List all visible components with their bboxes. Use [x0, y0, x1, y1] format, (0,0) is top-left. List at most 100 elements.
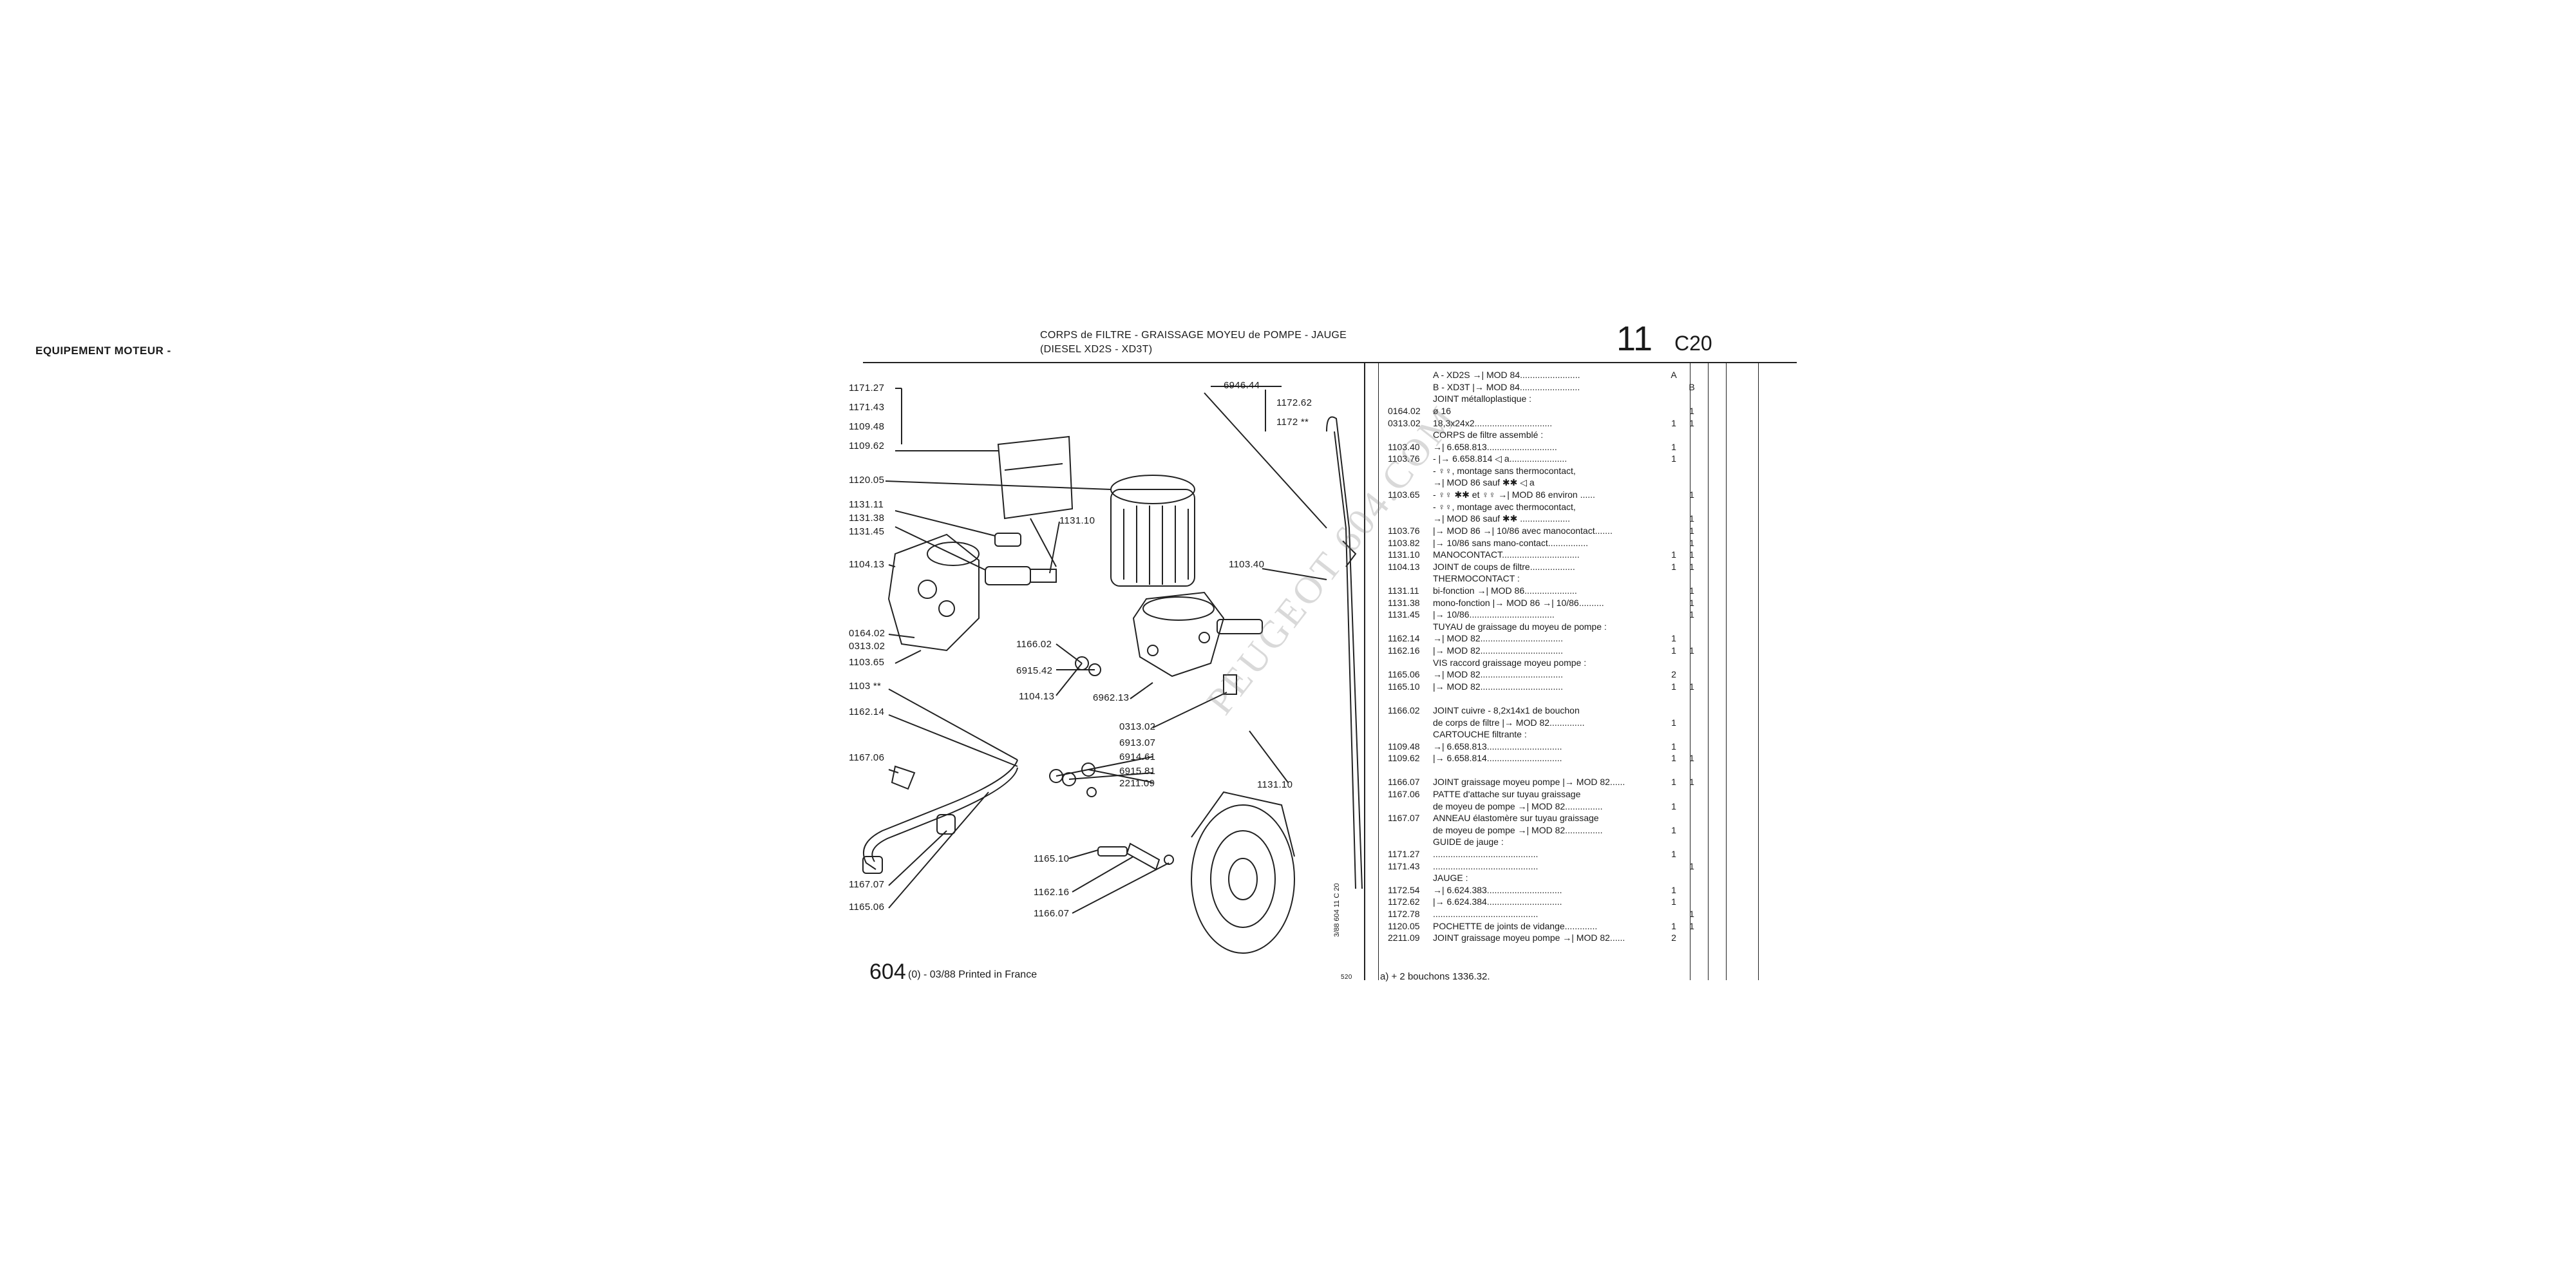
qty-b: 1 — [1689, 753, 1694, 764]
callout-label: 1131.45 — [849, 526, 885, 537]
part-ref: 1162.14 — [1388, 633, 1420, 644]
qty-a: 2 — [1671, 669, 1676, 680]
part-description: de moyeu de pompe →| MOD 82.............… — [1433, 800, 1603, 811]
parts-row: TUYAU de graissage du moyeu de pompe : — [1388, 620, 1719, 632]
qty-b: 1 — [1689, 920, 1694, 931]
callout-label: 6962.13 — [1093, 692, 1130, 703]
part-ref: 1166.07 — [1388, 777, 1420, 788]
parts-row: de moyeu de pompe →| MOD 82.............… — [1388, 824, 1719, 837]
part-description: JOINT métalloplastique : — [1433, 393, 1532, 404]
callout-label: 1104.13 — [849, 559, 885, 570]
qty-col-rule-c — [1726, 362, 1727, 980]
parts-row — [1388, 764, 1719, 777]
part-ref: 1131.10 — [1388, 549, 1420, 560]
parts-row: CORPS de filtre assemblé : — [1388, 429, 1719, 441]
parts-row: 1103.76|→ MOD 86 →| 10/86 avec manoconta… — [1388, 525, 1719, 537]
part-description: ANNEAU élastomère sur tuyau graissage — [1433, 813, 1599, 824]
part-description: B - XD3T |→ MOD 84......................… — [1433, 381, 1580, 392]
part-ref: 1103.40 — [1388, 441, 1420, 452]
parts-row: 1131.45|→ 10/86.........................… — [1388, 609, 1719, 621]
part-description: CORPS de filtre assemblé : — [1433, 430, 1544, 440]
part-description: de moyeu de pompe →| MOD 82.............… — [1433, 824, 1603, 835]
part-ref: 1171.27 — [1388, 849, 1420, 860]
part-description: →| MOD 86 sauf ✱✱ ◁ a — [1433, 477, 1535, 488]
parts-row: - ♀♀, montage sans thermocontact, — [1388, 465, 1719, 477]
part-ref: 1103.76 — [1388, 453, 1420, 464]
part-description: →| MOD 86 sauf ✱✱ .................... — [1433, 513, 1571, 524]
qty-a: 1 — [1671, 884, 1676, 895]
parts-row: 1120.05 POCHETTE de joints de vidange....… — [1388, 920, 1719, 932]
qty-a: 1 — [1671, 681, 1676, 692]
parts-row: THERMOCONTACT : — [1388, 573, 1719, 585]
page-tag: 520 — [1341, 974, 1352, 981]
part-description: |→ 6.624.384............................… — [1433, 896, 1562, 907]
part-ref: 1103.82 — [1388, 537, 1420, 548]
parts-row: 1103.65- ♀♀ ✱✱ et ♀♀ →| MOD 86 environ .… — [1388, 489, 1719, 501]
parts-row: 1171.27.................................… — [1388, 848, 1719, 860]
parts-list: A - XD2S →| MOD 84......................… — [1388, 369, 1719, 944]
part-ref: 1166.02 — [1388, 705, 1420, 715]
part-description: A - XD2S →| MOD 84......................… — [1433, 370, 1580, 381]
part-ref: 1120.05 — [1388, 920, 1420, 931]
part-description: ........................................… — [1433, 860, 1539, 871]
edition-note: (0) - 03/88 Printed in France — [908, 969, 1037, 980]
part-description: →| MOD 82...............................… — [1433, 633, 1564, 644]
part-description: JAUGE : — [1433, 873, 1468, 884]
parts-row: 1172.62|→ 6.624.384.....................… — [1388, 896, 1719, 908]
callout-label: 1103 ** — [849, 681, 882, 692]
qty-b: 1 — [1689, 681, 1694, 692]
parts-row: CARTOUCHE filtrante : — [1388, 728, 1719, 741]
qty-b: 1 — [1689, 585, 1694, 596]
part-description: JOINT graissage moyeu pompe |→ MOD 82...… — [1433, 777, 1625, 788]
part-description: ø 16 — [1433, 406, 1452, 417]
part-description: ........................................… — [1433, 849, 1539, 860]
qty-b: 1 — [1689, 561, 1694, 572]
callout-label: 0313.02 — [849, 641, 886, 652]
parts-row: 1166.07 JOINT graissage moyeu pompe |→ MO… — [1388, 776, 1719, 788]
qty-a: 1 — [1671, 777, 1676, 788]
part-description: de corps de filtre |→ MOD 82............… — [1433, 717, 1585, 728]
divider-rule — [1364, 362, 1365, 980]
callout-label: 1171.43 — [849, 402, 885, 413]
part-description: →| MOD 82...............................… — [1433, 669, 1564, 680]
callout-label: 0164.02 — [849, 628, 886, 639]
part-description: mono-fonction |→ MOD 86 →| 10/86........… — [1433, 597, 1604, 608]
callout-label: 1165.10 — [1034, 853, 1070, 864]
callout-label: 1120.05 — [849, 475, 885, 486]
part-description: |→ 10/86 sans mano-contact..............… — [1433, 537, 1588, 548]
part-description: - ♀♀ ✱✱ et ♀♀ →| MOD 86 environ ...... — [1433, 489, 1595, 500]
callout-label: 6915.81 — [1119, 766, 1156, 777]
qty-b: 1 — [1689, 513, 1694, 524]
qty-a: 1 — [1671, 849, 1676, 860]
part-ref: 1172.78 — [1388, 909, 1420, 920]
parts-row: 1165.10|→ MOD 82........................… — [1388, 680, 1719, 692]
part-ref: 1109.62 — [1388, 753, 1420, 764]
qty-a: 1 — [1671, 561, 1676, 572]
part-description: |→ MOD 82...............................… — [1433, 681, 1564, 692]
callout-label: 1103.40 — [1229, 559, 1265, 570]
qty-b: 1 — [1689, 549, 1694, 560]
parts-row: 1162.14 →| MOD 82........................… — [1388, 632, 1719, 645]
callout-label: 1171.27 — [849, 383, 885, 393]
parts-row: - ♀♀, montage avec thermocontact, — [1388, 501, 1719, 513]
qty-a: 2 — [1671, 933, 1676, 943]
parts-row: VIS raccord graissage moyeu pompe : — [1388, 656, 1719, 668]
part-ref: 1131.38 — [1388, 597, 1420, 608]
qty-a: 1 — [1671, 741, 1676, 752]
part-description: →| 6.658.813............................ — [1433, 441, 1557, 452]
part-description: POCHETTE de joints de vidange...........… — [1433, 920, 1598, 931]
part-ref: 1167.06 — [1388, 789, 1420, 800]
part-ref: 1103.76 — [1388, 526, 1420, 536]
qty-b: 1 — [1689, 489, 1694, 500]
callout-label: 1165.06 — [849, 902, 885, 913]
qty-a: 1 — [1671, 753, 1676, 764]
section-subtitle-line2: (DIESEL XD2S - XD3T) — [1040, 344, 1153, 355]
vertical-reference: 3/88 604 11 C 20 — [1333, 883, 1341, 937]
part-ref: 0313.02 — [1388, 417, 1421, 428]
qty-a: 1 — [1671, 633, 1676, 644]
qty-a: 1 — [1671, 896, 1676, 907]
